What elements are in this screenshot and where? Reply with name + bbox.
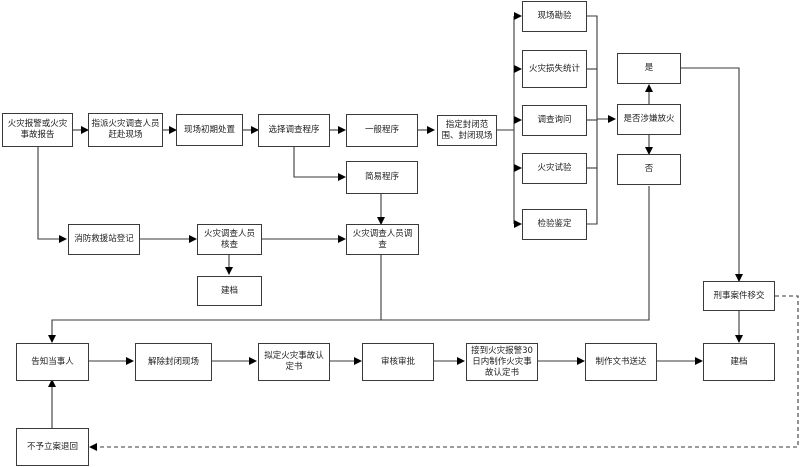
node-investigate[interactable]: 火灾调查人员调查 <box>346 224 419 255</box>
node-archive-1[interactable]: 建档 <box>197 276 262 306</box>
edge-report-station <box>37 147 67 243</box>
node-no-label: 否 <box>644 164 654 174</box>
edge-yes-criminal <box>681 67 743 282</box>
node-dispatch[interactable]: 指派火灾调查人员赶赴现场 <box>88 113 163 147</box>
node-station-label: 消防救援站登记 <box>74 234 134 244</box>
node-draft[interactable]: 拟定火灾事故认定书 <box>258 343 330 381</box>
node-survey-label: 现场勘验 <box>537 11 572 21</box>
node-criminal-label: 刑事案件移交 <box>713 290 765 301</box>
node-unseal-label: 解除封闭现场 <box>147 356 199 367</box>
node-deliver-label: 制作文书送达 <box>595 356 647 367</box>
node-unseal[interactable]: 解除封闭现场 <box>135 343 212 381</box>
node-approve-label: 审核审批 <box>380 356 415 367</box>
node-archive-1-label: 建档 <box>220 285 238 296</box>
node-station[interactable]: 消防救援站登记 <box>68 224 140 255</box>
node-verify-label: 火灾调查人员核查 <box>203 228 255 250</box>
node-report[interactable]: 火灾报警或火灾事故报告 <box>2 113 73 147</box>
node-test-label: 火灾试验 <box>537 163 572 173</box>
node-loss[interactable]: 火灾损失统计 <box>522 50 587 88</box>
node-report-label: 火灾报警或火灾事故报告 <box>7 119 68 140</box>
node-draft-label: 拟定火灾事故认定书 <box>264 351 324 372</box>
node-inquiry[interactable]: 调查询问 <box>522 105 587 136</box>
node-notify[interactable]: 告知当事人 <box>16 343 89 381</box>
node-reject[interactable]: 不予立案退回 <box>16 428 89 466</box>
node-loss-label: 火灾损失统计 <box>528 63 580 74</box>
node-seal-label: 指定封闭范围、封闭现场 <box>441 119 493 141</box>
node-yes-label: 是 <box>644 63 654 73</box>
node-arson-question-label: 是否涉嫌放火 <box>623 114 675 124</box>
node-criminal[interactable]: 刑事案件移交 <box>703 281 775 311</box>
node-approve[interactable]: 审核审批 <box>362 343 434 381</box>
node-deliver[interactable]: 制作文书送达 <box>585 343 657 381</box>
node-archive-2[interactable]: 建档 <box>703 343 775 381</box>
node-select-label: 选择调查程序 <box>268 125 320 135</box>
edge-select-simple <box>293 147 346 181</box>
node-reject-label: 不予立案退回 <box>26 441 78 452</box>
node-initial-label: 现场初期处置 <box>183 124 235 135</box>
node-survey[interactable]: 现场勘验 <box>522 1 587 32</box>
node-archive-2-label: 建档 <box>730 356 748 367</box>
edge-no-notify <box>48 186 650 343</box>
node-no[interactable]: 否 <box>617 154 681 185</box>
node-arson-question[interactable]: 是否涉嫌放火 <box>617 104 681 135</box>
node-inquiry-label: 调查询问 <box>537 115 572 125</box>
node-issue-30days-label: 接到火灾报警30日内制作火灾事故认定书 <box>471 345 533 378</box>
node-notify-label: 告知当事人 <box>31 356 74 367</box>
node-issue-30days[interactable]: 接到火灾报警30日内制作火灾事故认定书 <box>466 343 538 381</box>
edge-criminal-reject-dashed <box>89 295 799 451</box>
node-initial[interactable]: 现场初期处置 <box>176 114 243 146</box>
node-investigate-label: 火灾调查人员调查 <box>352 228 413 250</box>
node-inspect-label: 检验鉴定 <box>537 219 572 229</box>
node-verify[interactable]: 火灾调查人员核查 <box>197 224 262 255</box>
node-simple-label: 简易程序 <box>364 172 399 182</box>
node-select[interactable]: 选择调查程序 <box>258 114 330 147</box>
node-simple[interactable]: 简易程序 <box>346 161 418 194</box>
node-yes[interactable]: 是 <box>617 53 681 84</box>
node-test[interactable]: 火灾试验 <box>522 153 587 184</box>
node-general-label: 一般程序 <box>364 125 399 135</box>
node-seal[interactable]: 指定封闭范围、封闭现场 <box>437 115 497 146</box>
node-general[interactable]: 一般程序 <box>346 114 418 147</box>
node-inspect[interactable]: 检验鉴定 <box>522 209 587 240</box>
node-dispatch-label: 指派火灾调查人员赶赴现场 <box>91 119 160 140</box>
